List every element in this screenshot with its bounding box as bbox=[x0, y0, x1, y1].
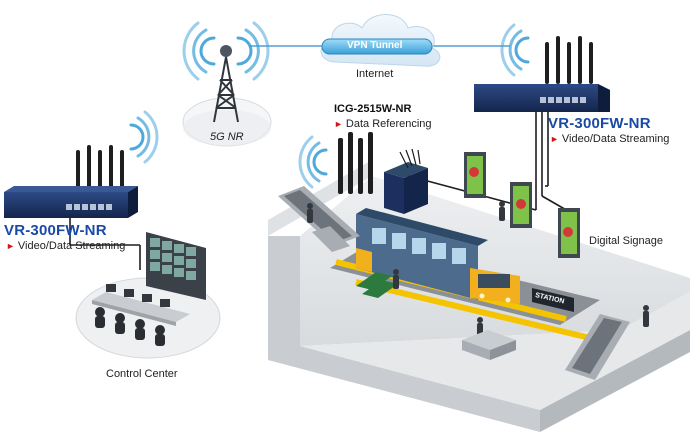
benches bbox=[356, 272, 398, 298]
red-arrow-icon: ► bbox=[6, 241, 15, 251]
control-center-label: Control Center bbox=[106, 368, 178, 380]
internet-label: Internet bbox=[356, 68, 394, 80]
station-illustration bbox=[268, 152, 690, 432]
router-right-role-text: Video/Data Streaming bbox=[561, 133, 670, 145]
digital-signage-displays bbox=[464, 152, 580, 258]
5g-nr-label: 5G NR bbox=[210, 131, 244, 143]
router-left-role-label: ►Video/Data Streaming bbox=[6, 240, 125, 252]
gateway-role-text: Data Referencing bbox=[345, 118, 432, 130]
red-arrow-icon: ► bbox=[334, 119, 343, 129]
gateway-device bbox=[298, 132, 428, 214]
kiosk bbox=[462, 330, 516, 360]
escalator-right bbox=[565, 314, 630, 380]
passengers bbox=[307, 201, 649, 337]
router-left-device bbox=[4, 110, 159, 270]
train-illustration bbox=[356, 208, 520, 304]
router-right-role-label: ►Video/Data Streaming bbox=[550, 133, 669, 145]
escalator-left bbox=[278, 186, 360, 252]
router-left-model-label: VR-300FW-NR bbox=[4, 222, 107, 239]
digital-signage-label: Digital Signage bbox=[589, 235, 663, 247]
gateway-role-label: ►Data Referencing bbox=[334, 118, 432, 130]
red-arrow-icon: ► bbox=[550, 134, 559, 144]
5g-tower bbox=[182, 21, 272, 147]
internet-cloud bbox=[320, 14, 441, 67]
router-right-model-label: VR-300FW-NR bbox=[548, 115, 651, 132]
station-sign-board bbox=[532, 288, 574, 312]
vpn-tunnel-label: VPN Tunnel bbox=[347, 40, 403, 51]
router-left-role-text: Video/Data Streaming bbox=[17, 240, 126, 252]
gateway-model-label: ICG-2515W-NR bbox=[334, 103, 412, 115]
control-center-illustration bbox=[75, 232, 221, 359]
